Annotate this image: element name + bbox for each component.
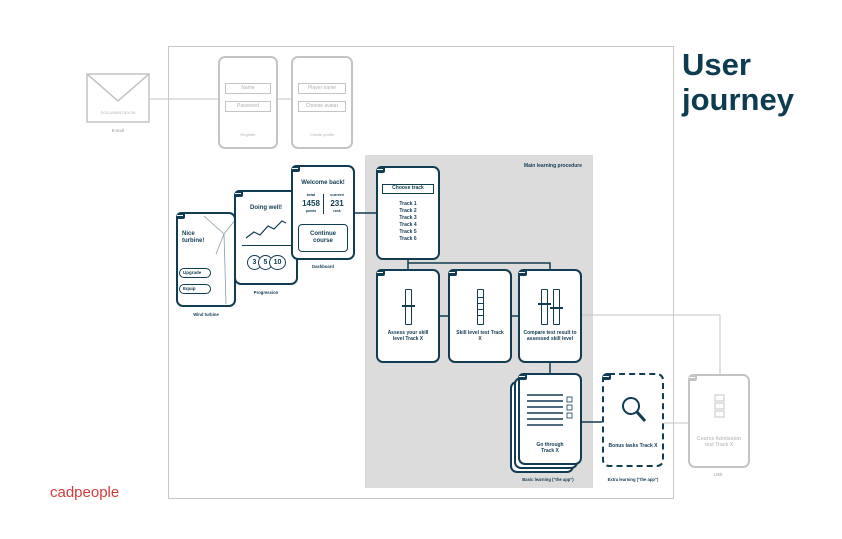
menu-icon — [518, 269, 527, 276]
track-item-6[interactable]: Track 6 — [399, 236, 417, 242]
go-through-card: Go through Track X — [518, 373, 582, 465]
equip-button[interactable]: Equip — [179, 284, 211, 294]
journey-frame — [168, 46, 674, 499]
stat-total-value: 1458 — [302, 199, 320, 208]
dashboard-card: Welcome back! total 1458 points current … — [291, 165, 355, 260]
checklist-icon — [477, 289, 484, 325]
slider-right-marker — [550, 307, 563, 309]
badge-3: 10 — [269, 255, 286, 270]
title-line-2: journey — [682, 82, 794, 117]
slider-icon-left — [541, 289, 548, 325]
register-card: Name Password Register — [218, 56, 278, 149]
progression-caption: Progression — [253, 290, 279, 295]
dashboard-caption: Dashboard — [312, 264, 334, 269]
email-node: DOCUMENTATION — [86, 73, 150, 123]
wind-turbine-caption: Wind turbine — [193, 312, 219, 317]
menu-icon — [376, 166, 385, 173]
password-field[interactable]: Password — [225, 101, 271, 112]
track-item-5[interactable]: Track 5 — [399, 229, 417, 235]
create-profile-caption: Create profile — [309, 132, 334, 137]
brand-logo: cadpeople — [50, 484, 120, 501]
page-title: User journey — [682, 47, 794, 117]
dashboard-heading: Welcome back! — [301, 180, 345, 186]
menu-icon — [602, 373, 611, 380]
badge-2-value: 5 — [263, 259, 268, 266]
choose-track-label: Choose track — [392, 185, 424, 191]
skill-test-label: Skill level test Track X — [456, 330, 504, 342]
progression-card: Doing well! 3 5 10 — [234, 190, 298, 285]
lms-card: Course Admission test Track X — [688, 374, 750, 468]
bonus-caption: Extra learning ("the app") — [607, 477, 659, 482]
email-doc-label: DOCUMENTATION — [100, 110, 136, 115]
stat-total-label: total — [306, 192, 316, 197]
email-caption: E-mail — [111, 128, 125, 133]
stat-total-unit: points — [305, 209, 317, 213]
choose-track-card: Choose track Track 1 Track 2 Track 3 Tra… — [376, 166, 440, 260]
assess-label: Assess your skill level Track X — [387, 330, 429, 342]
stat-divider — [323, 194, 324, 214]
progression-divider — [242, 245, 292, 246]
slider-left-marker — [538, 303, 551, 305]
magnifier-icon — [622, 397, 647, 422]
upgrade-label: Upgrade — [183, 270, 202, 275]
checklist-line-4 — [478, 315, 483, 316]
compare-card: Compare test result to assessed skill le… — [518, 269, 582, 363]
menu-icon — [688, 374, 697, 381]
menu-icon — [448, 269, 457, 276]
go-through-label: Go through Track X — [536, 442, 564, 454]
player-name-field[interactable]: Player name — [298, 83, 346, 94]
menu-icon — [291, 165, 300, 172]
track-item-1[interactable]: Track 1 — [399, 201, 417, 207]
track-item-2[interactable]: Track 2 — [399, 208, 417, 214]
title-line-1: User — [682, 47, 751, 82]
main-learning-label: Main learning procedure — [523, 163, 582, 169]
menu-icon — [376, 269, 385, 276]
equip-label: Equip — [183, 286, 196, 291]
wind-turbine-card: Nice turbine! Upgrade Equip — [176, 212, 236, 307]
compare-label: Compare test result to assessed skill le… — [523, 330, 577, 342]
checklist-icon — [714, 394, 725, 418]
name-field[interactable]: Name — [225, 83, 271, 94]
create-profile-card: Player name Choose avatar Create profile — [291, 56, 353, 149]
checklist-line-1 — [478, 297, 483, 298]
continue-course-button[interactable]: Continue course — [298, 224, 348, 252]
register-caption: Register — [240, 132, 256, 137]
checklist-line-3 — [478, 309, 483, 310]
continue-course-label: Continue course — [310, 231, 336, 244]
menu-icon — [176, 212, 185, 219]
envelope-icon — [86, 73, 150, 123]
track-item-4[interactable]: Track 4 — [399, 222, 417, 228]
slider-icon — [405, 289, 412, 325]
go-through-caption: Basic learning ("the app") — [522, 477, 574, 482]
checklist-icon — [527, 394, 573, 426]
track-item-3[interactable]: Track 3 — [399, 215, 417, 221]
menu-icon — [518, 373, 527, 380]
choose-track-button[interactable]: Choose track — [382, 184, 434, 194]
bonus-card: Bonus tasks Track X — [602, 373, 664, 467]
badge-1-value: 3 — [252, 259, 257, 266]
bonus-label: Bonus tasks Track X — [608, 443, 658, 449]
stat-current-unit: rank — [333, 209, 341, 213]
chart-line-icon — [245, 220, 287, 239]
progression-heading: Doing well! — [250, 205, 282, 211]
checklist-line-2 — [478, 303, 483, 304]
choose-avatar-field[interactable]: Choose avatar — [298, 101, 346, 112]
wind-turbine-heading: Nice turbine! — [182, 231, 205, 244]
upgrade-button[interactable]: Upgrade — [179, 268, 211, 278]
menu-icon — [234, 190, 243, 197]
lms-caption: LMS — [713, 472, 723, 477]
assess-card: Assess your skill level Track X — [376, 269, 440, 363]
stat-current-value: 231 — [330, 199, 344, 208]
slider-marker — [402, 305, 415, 307]
stat-current-label: current — [330, 192, 344, 197]
badge-3-value: 10 — [273, 259, 282, 266]
lms-label: Course Admission test Track X — [697, 436, 741, 448]
skill-test-card: Skill level test Track X — [448, 269, 512, 363]
